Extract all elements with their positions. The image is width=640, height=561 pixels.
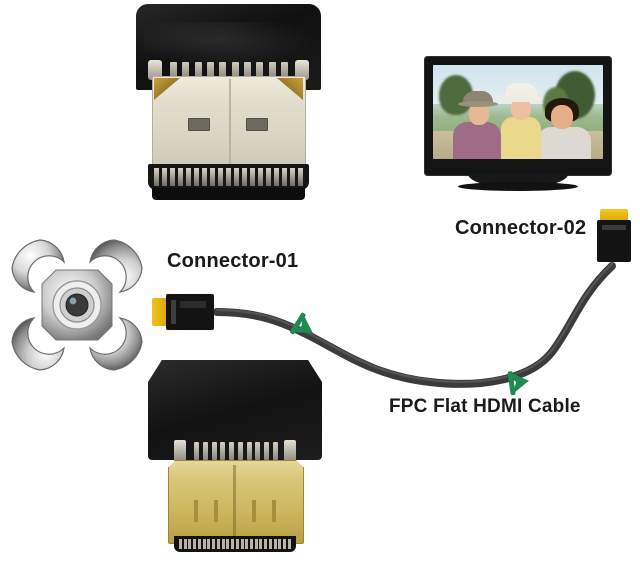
- solder-pin-row: [194, 442, 278, 460]
- photo-person-left-body: [453, 122, 501, 159]
- hdmi-male-connector-bottom: [148, 360, 322, 558]
- shell-latch-right: [295, 60, 309, 80]
- cable-direction-arrow-1: [290, 312, 313, 335]
- shell-dimple-right: [246, 118, 268, 131]
- tv-stand-base: [458, 182, 578, 191]
- plug-connector-02: [597, 209, 631, 265]
- photo-child-body: [501, 117, 541, 159]
- contact-blade-base: [152, 188, 305, 200]
- photo-person-left-hat-brim: [458, 101, 498, 107]
- housing-highlight: [144, 22, 312, 68]
- plug-stripe-horizontal: [602, 225, 626, 230]
- shell-latch-left: [174, 440, 186, 462]
- label-connector-02: Connector-02: [455, 217, 587, 239]
- plug-yellow-tip: [600, 209, 628, 222]
- contact-teeth: [154, 168, 303, 186]
- television: [424, 56, 612, 204]
- gold-metal-shell: [168, 460, 304, 544]
- plug-connector-01: [152, 292, 218, 332]
- contact-blade: [148, 164, 309, 190]
- photo-person-left-face: [469, 103, 489, 125]
- silver-metal-shell: [152, 76, 306, 170]
- contact-teeth: [179, 539, 291, 549]
- hdmi-male-connector-top: [136, 4, 321, 210]
- photo-person-right-body: [537, 127, 591, 159]
- plug-stripe-horizontal: [180, 301, 206, 308]
- drone-camera-lens: [65, 293, 89, 317]
- photo-child-face: [511, 98, 531, 120]
- tv-screen: [433, 65, 603, 159]
- drone-camera-glint: [69, 297, 77, 305]
- cable-direction-arrow-2: [507, 371, 529, 396]
- shell-latch-left: [148, 60, 162, 80]
- connector-black-housing: [136, 4, 321, 90]
- photo-child-hat-brim: [499, 95, 543, 102]
- drone-illustration: [11, 239, 143, 371]
- contact-blade: [174, 536, 296, 552]
- plug-stripe-vertical: [171, 300, 176, 324]
- drone-rotor-arms: [11, 239, 143, 371]
- solder-pin-row: [170, 62, 288, 78]
- drone: [4, 232, 150, 378]
- shell-dimple-right: [252, 500, 276, 522]
- shell-dimple-left: [194, 500, 218, 522]
- shell-latch-right: [284, 440, 296, 462]
- label-connector-01: Connector-01: [167, 250, 299, 272]
- label-fpc-flat-hdmi-cable: FPC Flat HDMI Cable: [389, 396, 581, 417]
- photo-person-right-face: [551, 105, 573, 129]
- shell-dimple-left: [188, 118, 210, 131]
- plug-yellow-tip: [152, 298, 168, 326]
